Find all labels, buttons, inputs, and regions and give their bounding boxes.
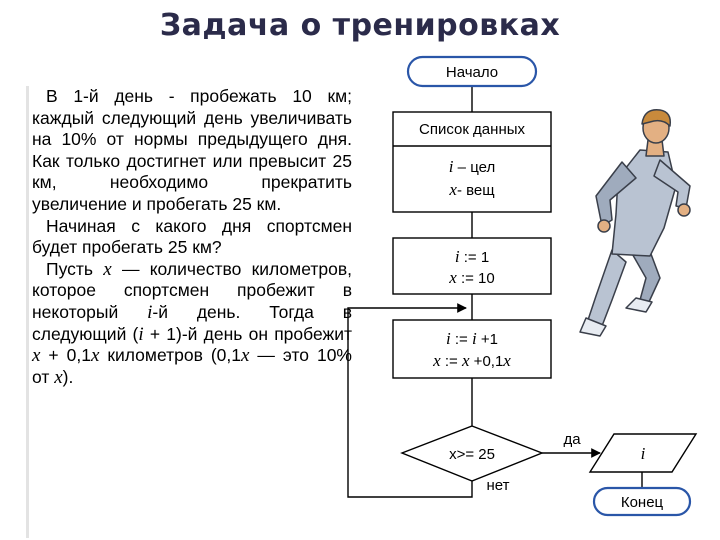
data-list-label: Список данных <box>419 121 526 138</box>
init-i: i := 1 <box>455 247 489 266</box>
variable-x: x <box>32 345 41 367</box>
start-block: Начало <box>406 55 538 88</box>
update-x: x := x +0,1x <box>432 351 511 370</box>
condition-label: x>= 25 <box>449 446 495 463</box>
variable-x: x <box>241 345 250 367</box>
var-x: x <box>448 268 457 287</box>
update-block: i := i +1 x := x +0,1x <box>392 319 552 379</box>
text-run: — количество километров, которое спортсм… <box>32 258 352 322</box>
flow-connectors <box>347 86 643 498</box>
text-run: -й день. Тогда в следующий ( <box>32 301 352 344</box>
variable-x: x <box>103 258 112 280</box>
condition-block: x>= 25 <box>400 425 544 482</box>
text-run: + 1)-й день он пробежит <box>143 323 352 344</box>
init-x: x := 10 <box>448 268 495 287</box>
problem-paragraph-2: Начиная с какого дня спортсмен будет про… <box>32 215 352 258</box>
init-block: i := 1 x := 10 <box>392 237 552 295</box>
variable-i: i <box>147 301 153 323</box>
end-block: Конец <box>592 486 692 517</box>
problem-paragraph-3: Пусть x — количество километров, которое… <box>32 259 352 389</box>
decl-i-type: – цел <box>454 159 496 176</box>
decl-x-type: - вещ <box>457 182 495 199</box>
text-run: километров (0,1 <box>99 345 242 366</box>
declaration-x: x- вещ <box>448 180 494 199</box>
start-label: Начало <box>446 64 498 81</box>
var-i: i <box>455 247 460 266</box>
data-declaration-block: Список данных i – цел x- вещ <box>392 111 552 213</box>
var-i: i <box>449 157 454 176</box>
connector-loop-back <box>347 303 473 498</box>
init-i-value: := 1 <box>460 249 490 266</box>
text-run: Пусть <box>46 258 104 279</box>
var-x: x <box>448 180 457 199</box>
variable-x: x <box>90 345 100 367</box>
text-run: ). <box>62 366 74 387</box>
text-run: — это 10% от <box>32 345 352 387</box>
variable-i: i <box>138 323 144 345</box>
end-label: Конец <box>621 494 664 511</box>
left-accent-bar <box>26 86 29 538</box>
variable-x: x <box>54 366 63 388</box>
text-run: + 0,1 <box>40 345 91 366</box>
update-i: i := i +1 <box>446 329 498 348</box>
no-label: нет <box>487 477 510 494</box>
output-label: i <box>641 444 646 463</box>
output-block: i <box>588 433 698 473</box>
yes-label: да <box>563 431 581 448</box>
slide-title: Задача о тренировках <box>159 8 561 43</box>
declaration-i: i – цел <box>449 157 495 176</box>
problem-paragraph-1: В 1-й день - пробежать 10 км; каждый сле… <box>32 86 352 214</box>
init-x-value: := 10 <box>457 270 495 287</box>
runner-illustration <box>579 109 691 337</box>
problem-text: В 1-й день - пробежать 10 км; каждый сле… <box>32 86 352 388</box>
